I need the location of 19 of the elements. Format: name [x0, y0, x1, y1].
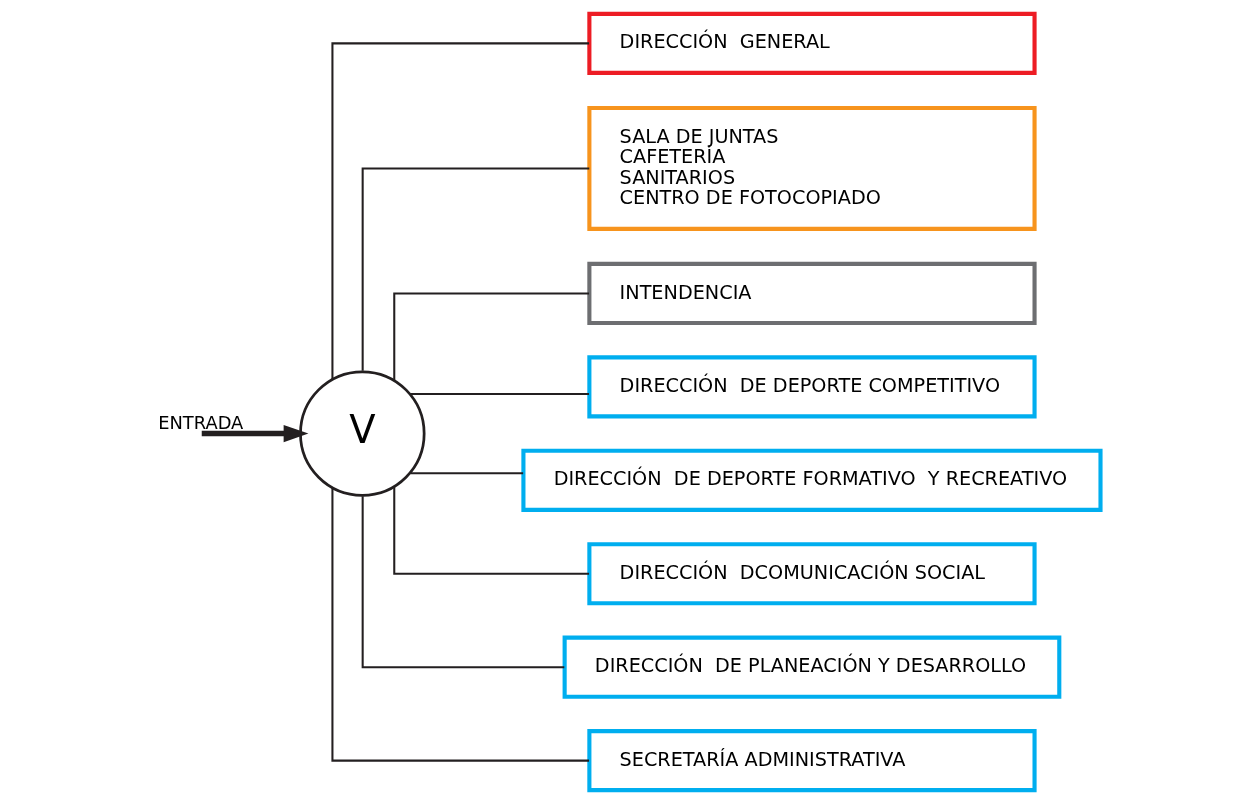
connector: [409, 472, 523, 475]
node-box: INTENDENCIA: [586, 261, 1037, 326]
connector: [361, 167, 589, 371]
connector: [392, 292, 589, 381]
node-box: SALA DE JUNTAS CAFETERÍA SANITARIOS CENTRO DE FOTOCOPIADO: [586, 105, 1037, 231]
edge-label: ENTRADA: [157, 411, 243, 433]
connector: [361, 496, 564, 669]
node-box: DIRECCIÓN DE PLANEACIÓN Y DESARROLLO: [562, 635, 1061, 699]
node-box: DIRECCIÓN DE DEPORTE FORMATIVO Y RECREATIVO: [520, 448, 1103, 512]
node-box: DIRECCIÓN DCOMUNICACIÓN SOCIAL: [586, 542, 1037, 606]
arrow: [201, 424, 308, 443]
connector: [409, 392, 589, 395]
node-circle: V: [298, 370, 426, 497]
connector: [330, 488, 589, 762]
node-box: SECRETARÍA ADMINISTRATIVA: [586, 729, 1037, 793]
node-box: DIRECCIÓN GENERAL: [586, 11, 1037, 75]
node-box: DIRECCIÓN DE DEPORTE COMPETITIVO: [586, 355, 1037, 419]
connector: [392, 487, 589, 575]
connector: [330, 42, 589, 379]
